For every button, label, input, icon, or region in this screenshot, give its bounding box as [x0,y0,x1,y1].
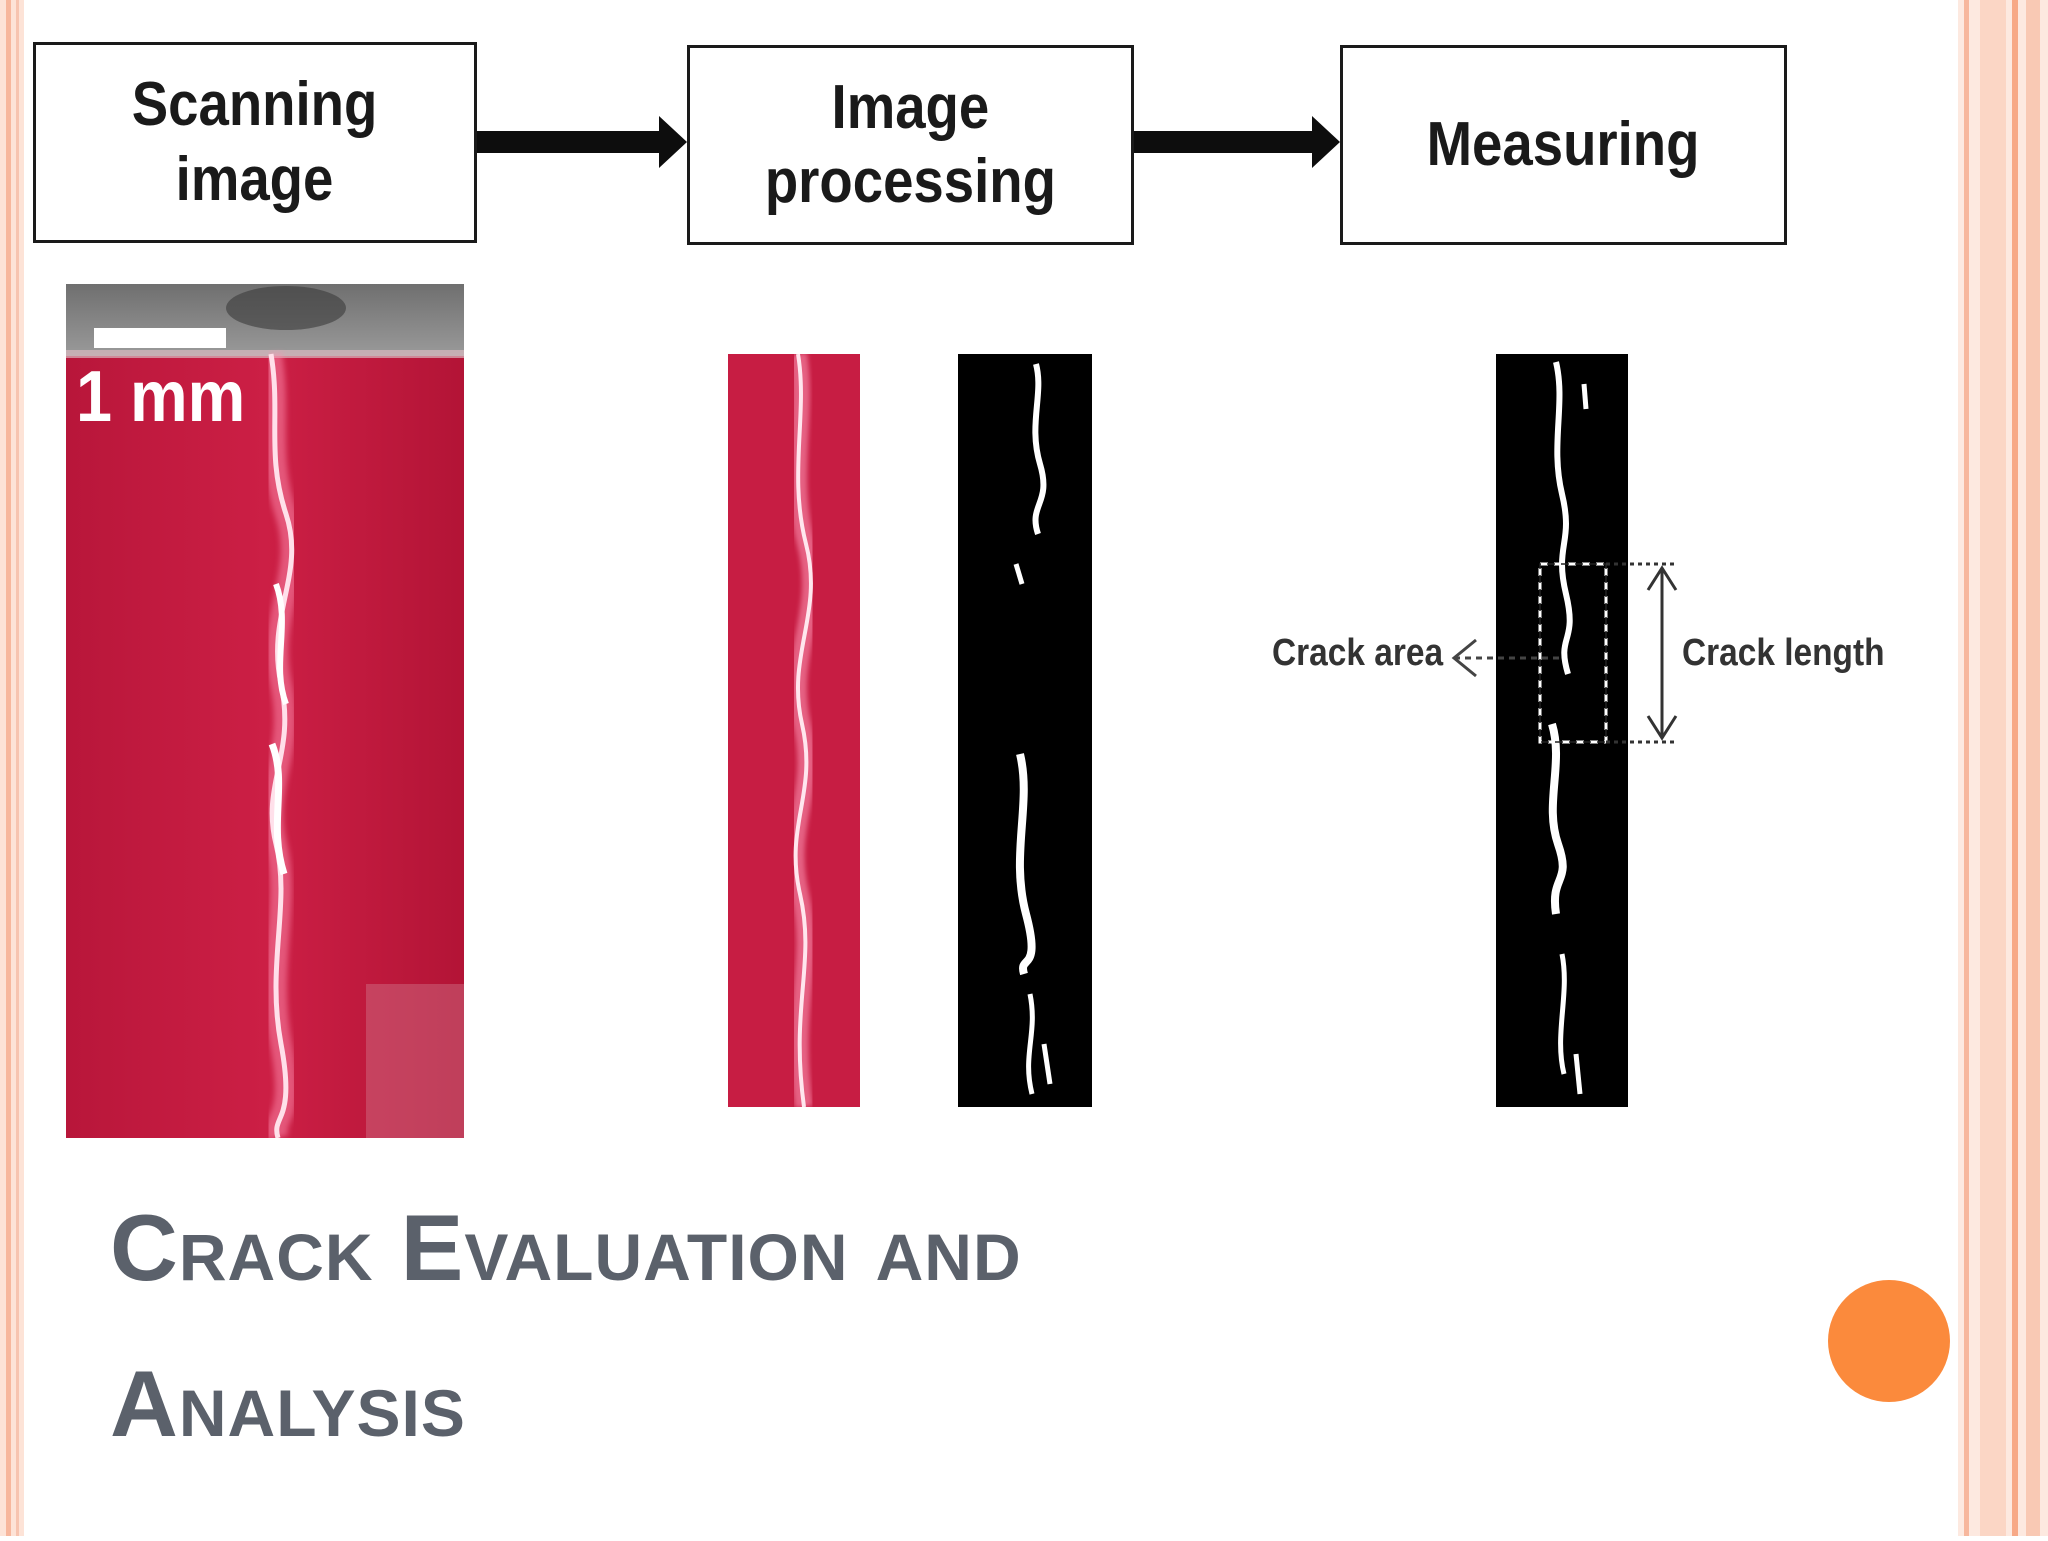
slide-border-right [1958,0,2048,1536]
flow-arrow-2 [1134,116,1340,168]
scale-bar [94,328,226,348]
cropped-red-strip [728,354,860,1107]
crack-length-label: Crack length [1682,632,1885,674]
scale-label: 1 mm [76,357,246,437]
slide-border-left [0,0,24,1536]
slide-title: Crack Evaluation and Analysis [110,1170,1022,1482]
step-box-image-processing: Image processing [687,45,1134,245]
slide-title-line-2: Analysis [110,1351,466,1456]
step-label: Scanning image [132,70,378,214]
scanned-sample-image: 1 mm [66,284,464,1138]
orange-circle-icon [1828,1280,1950,1402]
binary-crack-strip [958,354,1092,1107]
flow-arrow-1 [477,116,687,168]
step-box-scanning-image: Scanning image [33,42,477,243]
crack-area-label: Crack area [1272,632,1444,674]
step-label: Measuring [1427,109,1700,179]
step-box-measuring: Measuring [1340,45,1787,245]
slide-title-line-1: Crack Evaluation and [110,1195,1022,1300]
step-label: Image processing [764,72,1057,216]
measurement-overlay [1451,562,1678,744]
